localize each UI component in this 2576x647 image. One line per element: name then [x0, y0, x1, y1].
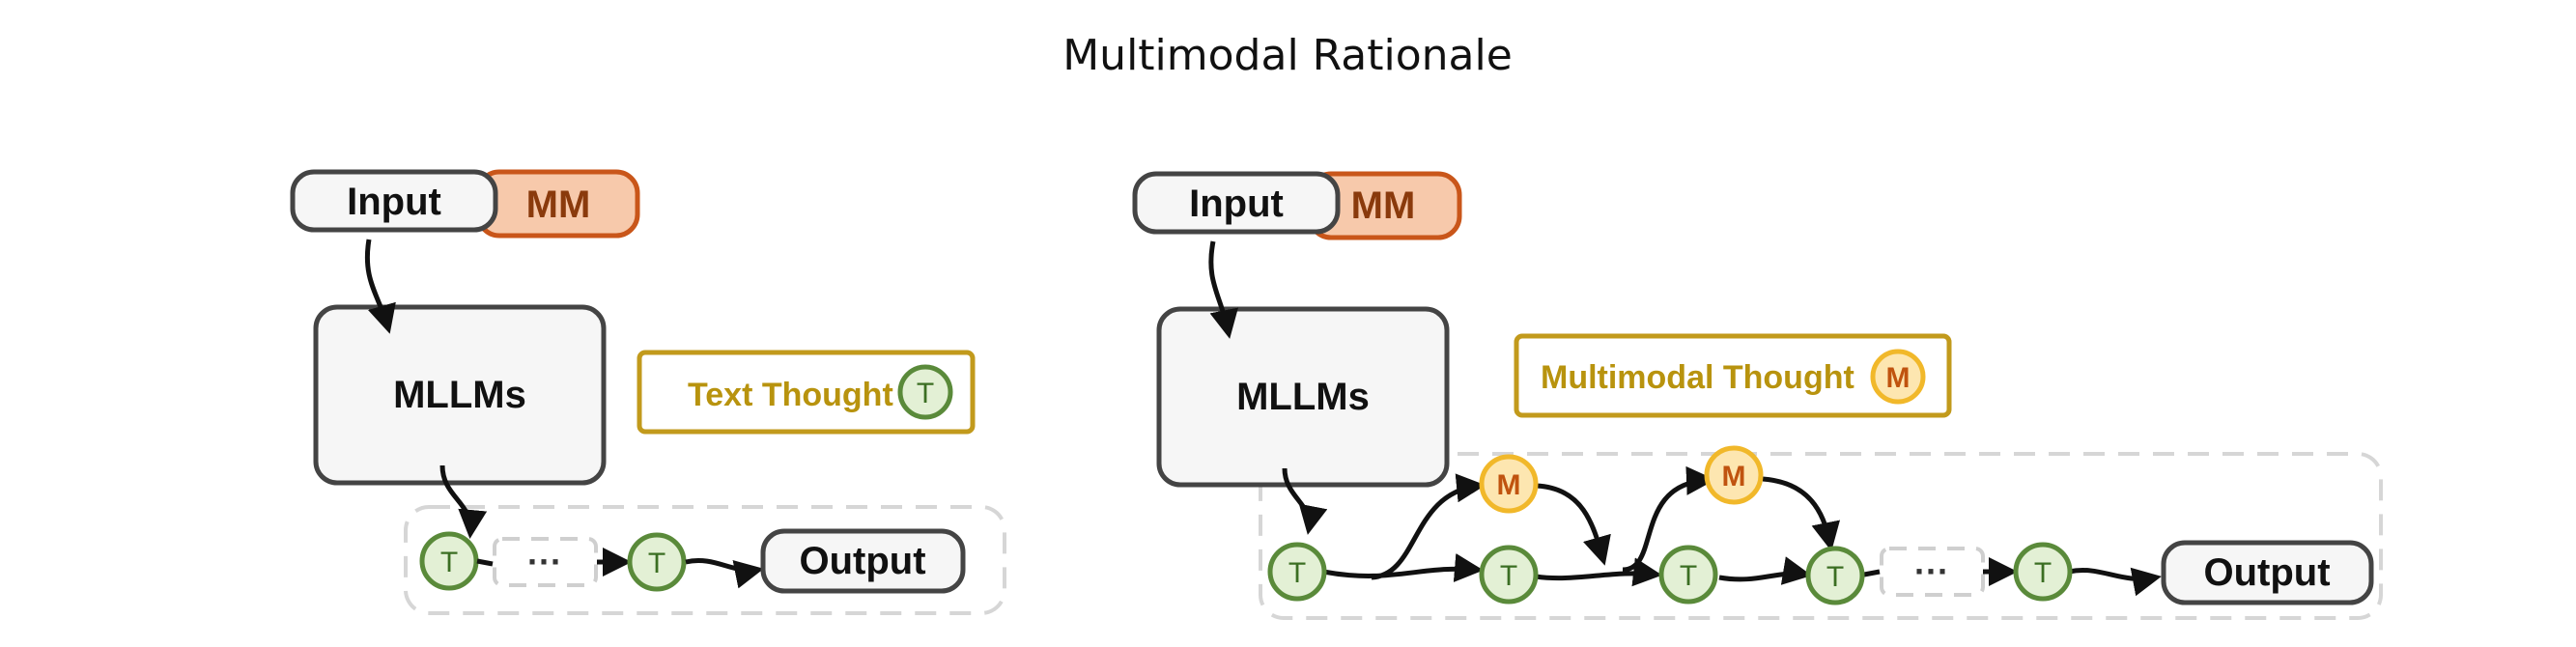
left-panel: MM Input MLLMs Text Thought T T ··· T [290, 169, 1006, 615]
svg-text:M: M [1886, 362, 1911, 394]
left-chain-link-3 [685, 558, 764, 589]
svg-text:T: T [1500, 560, 1517, 592]
right-text-node-1: T [1267, 542, 1327, 602]
svg-text:T: T [2034, 557, 2052, 589]
right-input-label: Input [1189, 183, 1284, 225]
left-mllm-label: MLLMs [393, 374, 526, 416]
right-link-t3-t4 [1718, 556, 1812, 585]
right-panel: MM Input MLLMs Multimodal Thought M [1132, 171, 2383, 620]
right-text-node-4: T [1805, 546, 1865, 605]
left-mllm-box [313, 304, 607, 486]
svg-text:T: T [440, 547, 458, 578]
right-mm-node-2: M [1704, 445, 1764, 505]
left-input-box [290, 169, 498, 233]
right-mm-label: MM [1351, 184, 1416, 227]
right-ellipsis-box [1880, 547, 1985, 597]
left-chain-container [404, 505, 1006, 615]
right-link-t5-output [2068, 567, 2162, 597]
svg-text:T: T [1288, 557, 1306, 589]
right-mllm-box [1156, 306, 1450, 488]
left-output-label: Output [799, 540, 925, 582]
left-input-label: Input [347, 181, 441, 223]
left-arrow-input-to-model [364, 239, 396, 334]
diagram-title: Multimodal Rationale [1062, 31, 1513, 80]
svg-text:M: M [1497, 469, 1521, 501]
right-text-node-5: T [2013, 542, 2073, 602]
left-output-box [760, 528, 966, 594]
left-chain-node-1: T [419, 531, 479, 591]
left-arrow-model-to-chain [439, 464, 488, 539]
svg-text:T: T [648, 548, 665, 579]
right-link-m1-t [1535, 483, 1611, 566]
right-link-t2-t3 [1535, 557, 1662, 587]
left-chain-link-1 [476, 558, 494, 567]
right-mllm-label: MLLMs [1236, 376, 1370, 418]
svg-text:T: T [1680, 560, 1697, 592]
left-chain-node-2: T [627, 532, 687, 592]
svg-text:T: T [1826, 561, 1844, 593]
left-mm-label: MM [526, 183, 591, 226]
right-link-t1-t2 [1322, 553, 1484, 582]
left-ellipsis: ··· [527, 542, 562, 581]
svg-text:T: T [917, 378, 934, 409]
right-text-node-3: T [1658, 545, 1718, 605]
right-output-box [2161, 540, 2374, 605]
right-input-box [1132, 171, 1341, 235]
right-ellipsis: ··· [1914, 551, 1949, 591]
right-legend-label: Multimodal Thought [1541, 359, 1854, 396]
right-text-node-2: T [1479, 545, 1539, 605]
right-output-label: Output [2203, 551, 2330, 594]
right-link-t1-m1 [1371, 473, 1486, 580]
left-legend-box [637, 350, 976, 435]
right-arrow-model-to-chain [1282, 467, 1328, 535]
right-legend-mm-node: M [1870, 349, 1926, 405]
right-link-m2-t4 [1762, 476, 1840, 551]
right-mm-node-1: M [1479, 454, 1539, 514]
left-legend-thought-node: T [897, 364, 953, 420]
right-chain-container [1259, 452, 2383, 620]
svg-text:M: M [1722, 461, 1746, 492]
left-legend-label: Text Thought [688, 377, 893, 413]
right-link-t-m2 [1622, 465, 1715, 573]
right-arrow-input-to-model [1208, 240, 1238, 339]
right-link-t4-ellipsis [1863, 569, 1881, 577]
left-ellipsis-box [493, 537, 598, 587]
right-legend-box [1514, 333, 1952, 418]
